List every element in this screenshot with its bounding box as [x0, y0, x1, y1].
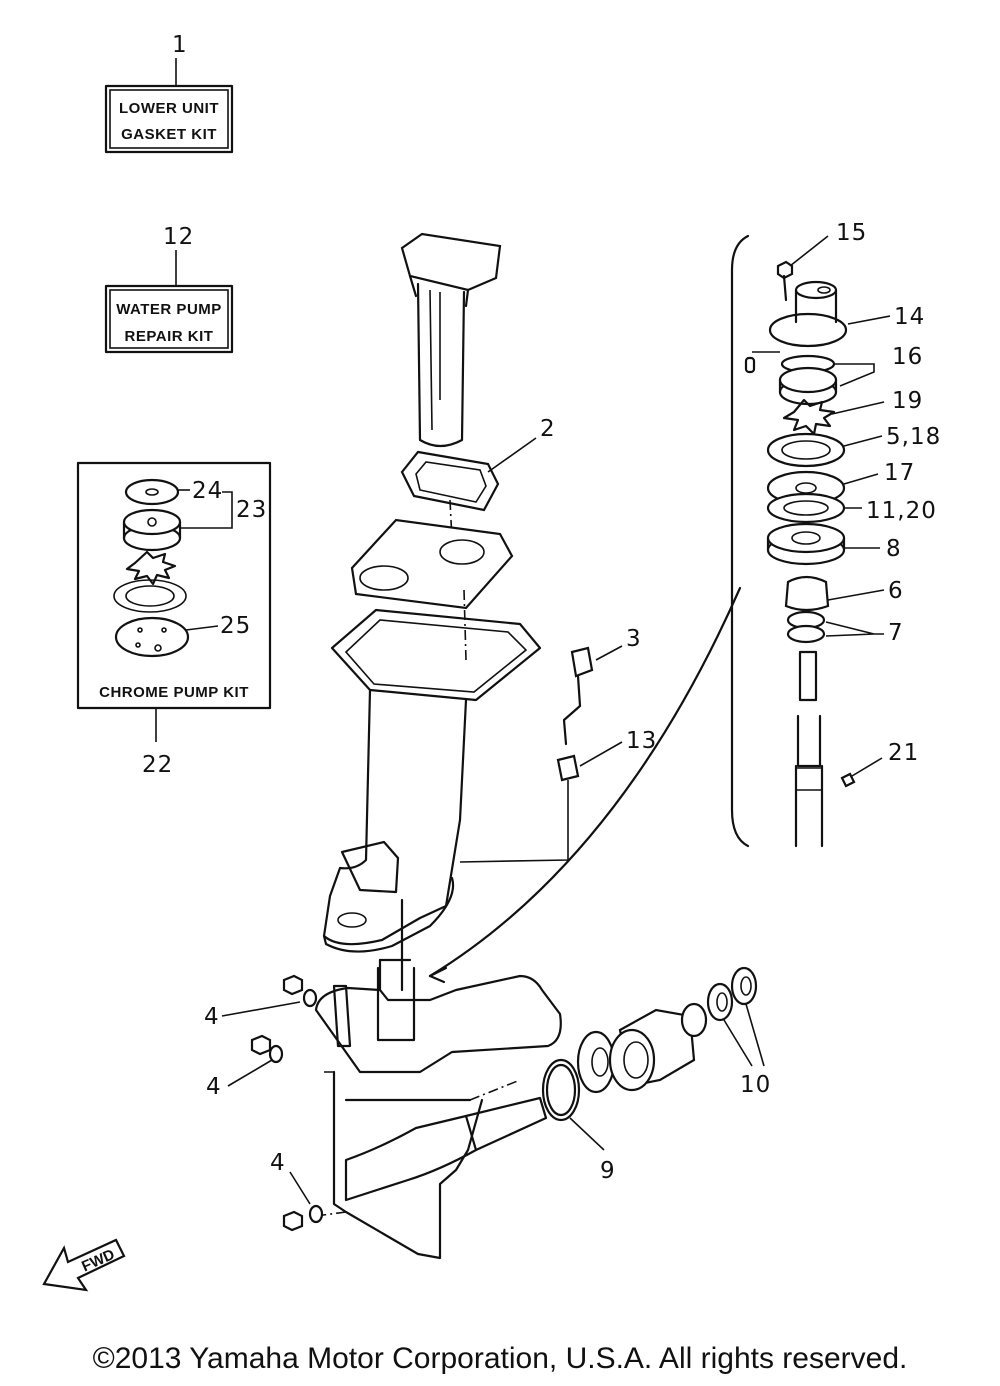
chrome-pump-kit-label: CHROME PUMP KIT: [99, 684, 249, 701]
forward-direction-arrow: FWD: [42, 1238, 126, 1292]
callout-11-20: 11,20: [866, 498, 937, 524]
callout-8: 8: [886, 536, 902, 562]
callout-5-18: 5,18: [886, 424, 941, 450]
callout-3: 3: [626, 626, 642, 652]
callout-21: 21: [888, 740, 919, 766]
callout-4-upper: 4: [204, 1004, 220, 1030]
assembly-arrow: [428, 586, 742, 978]
callout-19: 19: [892, 388, 923, 414]
water-pump-stack: 15 14 16 19 5,18 17 11,20: [730, 220, 941, 848]
callout-17: 17: [884, 460, 915, 486]
callout-1: 1: [172, 32, 188, 58]
callout-10: 10: [740, 1072, 771, 1098]
gasket-kit-label[interactable]: 1 LOWER UNIT GASKET KIT: [104, 32, 234, 154]
callout-4-lower: 4: [270, 1150, 286, 1176]
water-pump-kit-line2: REPAIR KIT: [125, 328, 214, 345]
callout-9: 9: [600, 1158, 616, 1184]
callout-25: 25: [220, 613, 251, 639]
water-tube-assembly: 3 13: [459, 626, 657, 863]
callout-22: 22: [142, 752, 173, 778]
chrome-pump-kit-box[interactable]: 24 23 25 CHROME PUMP KIT 22: [76, 461, 272, 778]
callout-4-middle: 4: [206, 1074, 222, 1100]
gearcase-lower-unit: [314, 898, 562, 1260]
callout-16: 16: [892, 344, 923, 370]
bolt-washers: 4 4 4: [204, 974, 324, 1232]
gasket-kit-line1: LOWER UNIT: [119, 100, 219, 117]
callout-23: 23: [236, 497, 267, 523]
callout-14: 14: [894, 304, 925, 330]
callout-7: 7: [888, 620, 904, 646]
callout-13: 13: [626, 728, 657, 754]
fwd-label: FWD: [79, 1246, 117, 1275]
propeller-shaft-housing-parts: 9 10: [541, 966, 771, 1184]
drive-shaft-housing: [322, 232, 542, 953]
water-pump-kit-label[interactable]: 12 WATER PUMP REPAIR KIT: [104, 224, 234, 354]
gasket-kit-line2: GASKET KIT: [121, 126, 217, 143]
callout-6: 6: [888, 578, 904, 604]
callout-24: 24: [192, 478, 223, 504]
callout-12: 12: [163, 224, 194, 250]
callout-2: 2: [540, 416, 556, 442]
callout-15: 15: [836, 220, 867, 246]
water-pump-kit-line1: WATER PUMP: [116, 301, 222, 318]
copyright-notice: ©2013 Yamaha Motor Corporation, U.S.A. A…: [92, 1342, 908, 1375]
